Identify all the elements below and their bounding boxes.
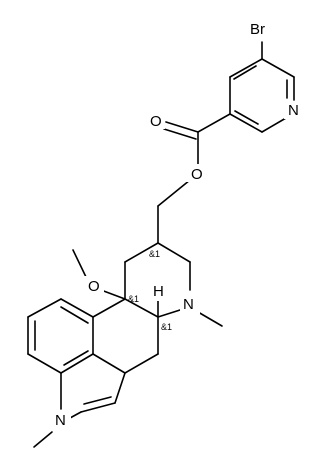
stereo-flag-c5: &1	[161, 322, 172, 332]
atom-br: Br	[250, 21, 265, 38]
bond-o-me	[72, 249, 87, 278]
bond-c8-c9	[124, 242, 159, 263]
atom-n-indole: N	[55, 412, 66, 429]
bond-c10-c5	[124, 298, 159, 318]
bond-pyr-c1-n	[69, 411, 82, 419]
atom-o-methoxy: O	[88, 278, 100, 295]
bond-c4-c3	[124, 353, 159, 374]
bond-pyr-c3-c2	[114, 372, 126, 404]
bond-c10-o	[100, 289, 126, 300]
atom-h: H	[153, 283, 164, 300]
stereo-flag-c10: &1	[128, 294, 139, 304]
stereo-flags: &1 &1 &1	[128, 249, 172, 332]
bond-bz5	[60, 353, 94, 374]
bond-n1-me	[33, 431, 53, 448]
bond-bz1	[60, 298, 94, 318]
atom-o-ester: O	[191, 166, 203, 183]
atom-n-piperidine: N	[183, 296, 194, 313]
bond-ring-carbonyl	[197, 113, 231, 133]
bond-py3	[229, 113, 263, 133]
bond-co-double-b	[163, 128, 197, 140]
bond-pyr-c2-c1-inner	[83, 396, 112, 405]
stereo-flag-c8: &1	[149, 249, 160, 259]
bond-n6-me	[197, 311, 223, 327]
atom-o-carbonyl: O	[150, 113, 162, 130]
bond-py6	[261, 58, 295, 78]
atom-n-pyridine: N	[288, 102, 299, 119]
bond-pyr-c2-c1	[80, 402, 116, 413]
bond-py4	[261, 117, 287, 133]
bond-py1-inner	[233, 65, 257, 80]
bond-bz2	[27, 298, 62, 318]
bond-c10-c10a	[92, 298, 126, 318]
bond-py3-inner	[234, 110, 259, 125]
bond-c8-c7	[157, 242, 191, 263]
bond-o-ch2	[157, 179, 191, 207]
bond-n6-c5	[157, 309, 181, 318]
bond-lines	[27, 41, 295, 448]
bond-c3-c11b	[92, 353, 126, 374]
bond-py1	[229, 58, 263, 78]
atom-labels: Br N O O O H N N	[51, 21, 304, 430]
bond-bz5-inner	[63, 350, 89, 366]
bond-bz4	[27, 353, 62, 374]
bond-bz1-inner	[60, 306, 89, 324]
bond-co-double-a	[165, 121, 199, 133]
